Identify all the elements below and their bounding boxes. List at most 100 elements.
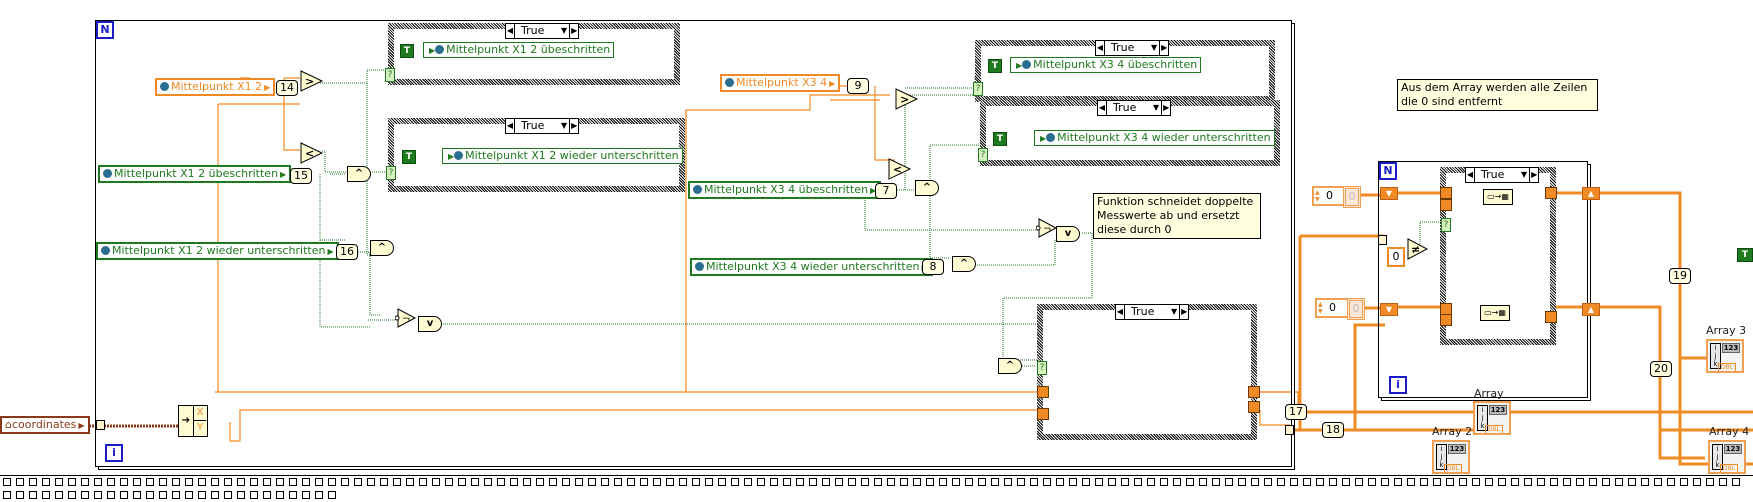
case-prev-icon[interactable]: ◀ bbox=[506, 24, 515, 38]
case-selector[interactable]: ◀ True ▼ ▶ bbox=[505, 23, 580, 39]
filmstrip-hole bbox=[1069, 478, 1077, 486]
case-prev-icon[interactable]: ◀ bbox=[1096, 41, 1105, 55]
filmstrip-hole bbox=[718, 478, 726, 486]
chevron-down-icon[interactable]: ▼ bbox=[1171, 307, 1178, 316]
case-prev-icon[interactable]: ◀ bbox=[1116, 305, 1125, 319]
case-selector[interactable]: ◀ True ▼ ▶ bbox=[1465, 167, 1540, 183]
case-next-icon[interactable]: ▶ bbox=[1529, 168, 1538, 182]
not-node[interactable]: ¬ bbox=[395, 308, 417, 328]
coordinates-local-var[interactable]: ⌂coordinates▶ bbox=[0, 416, 90, 434]
true-constant[interactable]: T bbox=[400, 44, 414, 58]
greater-than-node[interactable]: > bbox=[895, 88, 919, 110]
filmstrip-hole bbox=[107, 478, 115, 486]
filmstrip-hole bbox=[1212, 478, 1220, 486]
filmstrip-hole bbox=[81, 491, 89, 499]
label-14: 14 bbox=[276, 80, 298, 96]
global-var-x34-ueberschritten-read[interactable]: Mittelpunkt X3 4 übeschritten▶ bbox=[688, 181, 882, 199]
global-var-x12-ueberschritten-read[interactable]: Mittelpunkt X1 2 übeschritten▶ bbox=[98, 165, 292, 183]
and-gate[interactable]: ^ bbox=[370, 240, 394, 256]
global-var-x34-read[interactable]: Mittelpunkt X3 4▶ bbox=[720, 74, 841, 92]
not-node[interactable]: ¬ bbox=[1036, 218, 1058, 238]
spinner-icon[interactable]: ▲▼ bbox=[1318, 301, 1323, 315]
loop-iteration-terminal: i bbox=[105, 444, 123, 462]
input-tunnel bbox=[1037, 408, 1049, 420]
chevron-down-icon[interactable]: ▼ bbox=[1153, 103, 1160, 112]
array-label: Array 4 bbox=[1709, 425, 1750, 438]
spinner-icon[interactable]: ▲▼ bbox=[1315, 189, 1320, 203]
true-constant[interactable]: T bbox=[988, 59, 1002, 73]
case-selector[interactable]: ◀ True ▼ ▶ bbox=[505, 118, 580, 134]
label-18: 18 bbox=[1322, 422, 1344, 438]
less-than-node[interactable]: < bbox=[888, 158, 912, 180]
filmstrip-hole bbox=[172, 491, 180, 499]
true-constant[interactable]: T bbox=[402, 150, 416, 164]
loop-count-terminal[interactable]: N bbox=[96, 21, 114, 39]
chevron-down-icon[interactable]: ▼ bbox=[561, 26, 568, 35]
case-next-icon[interactable]: ▶ bbox=[569, 119, 578, 133]
less-than-node[interactable]: < bbox=[300, 142, 324, 164]
or-gate[interactable]: v bbox=[1056, 226, 1080, 242]
filmstrip-hole bbox=[172, 478, 180, 486]
filmstrip-hole bbox=[419, 478, 427, 486]
build-array-node[interactable]: ▭→▦ bbox=[1483, 189, 1513, 205]
global-var-x34-ueberschritten-write[interactable]: ▶Mittelpunkt X3 4 übeschritten bbox=[1010, 57, 1202, 73]
not-equal-node[interactable]: ≠ bbox=[1407, 238, 1429, 260]
and-gate[interactable]: ^ bbox=[347, 166, 371, 182]
wire bbox=[1660, 356, 1753, 432]
filmstrip-hole bbox=[1719, 478, 1727, 486]
case-prev-icon[interactable]: ◀ bbox=[1466, 168, 1475, 182]
global-var-x12-read[interactable]: Mittelpunkt X1 2▶ bbox=[155, 78, 276, 96]
case-next-icon[interactable]: ▶ bbox=[1161, 101, 1170, 115]
and-gate[interactable]: ^ bbox=[952, 256, 976, 272]
label-16: 16 bbox=[336, 244, 358, 260]
case-prev-icon[interactable]: ◀ bbox=[1098, 101, 1107, 115]
globe-icon bbox=[160, 82, 169, 91]
case-selector[interactable]: ◀ True ▼ ▶ bbox=[1115, 304, 1190, 320]
filmstrip-hole bbox=[354, 478, 362, 486]
inner-for-loop[interactable] bbox=[1378, 161, 1588, 398]
shift-register-left: ▼ bbox=[1380, 187, 1398, 200]
global-var-x12-ueberschritten-write[interactable]: ▶Mittelpunkt X1 2 übeschritten bbox=[423, 42, 615, 58]
filmstrip-hole bbox=[276, 491, 284, 499]
zero-constant[interactable]: 0 bbox=[1387, 247, 1405, 267]
boolean-true-constant[interactable]: T bbox=[1737, 248, 1753, 262]
and-gate[interactable]: ^ bbox=[915, 180, 939, 196]
case-next-icon[interactable]: ▶ bbox=[569, 24, 578, 38]
global-var-x34-unterschritten-read[interactable]: Mittelpunkt X3 4 wieder unterschritten▶ bbox=[690, 258, 933, 276]
filmstrip-hole bbox=[731, 478, 739, 486]
variable-label: Mittelpunkt X1 2 wieder unterschritten bbox=[465, 149, 679, 162]
greater-than-node[interactable]: > bbox=[300, 70, 324, 92]
outer-for-loop[interactable] bbox=[95, 20, 1292, 467]
home-icon: ⌂ bbox=[5, 418, 12, 431]
case-selector[interactable]: ◀ True ▼ ▶ bbox=[1095, 40, 1170, 56]
loop-count-terminal[interactable]: N bbox=[1379, 162, 1397, 180]
or-gate[interactable]: v bbox=[418, 316, 442, 332]
filmstrip-hole bbox=[81, 478, 89, 486]
build-array-node[interactable]: ▭→▦ bbox=[1480, 305, 1510, 321]
numeric-control[interactable]: ▲▼0 bbox=[1312, 186, 1349, 206]
global-var-x34-unterschritten-write[interactable]: ▶Mittelpunkt X3 4 wieder unterschritten bbox=[1034, 130, 1275, 146]
chevron-down-icon[interactable]: ▼ bbox=[1151, 43, 1158, 52]
chevron-down-icon[interactable]: ▼ bbox=[1521, 170, 1528, 179]
wire bbox=[975, 240, 1056, 266]
case-prev-icon[interactable]: ◀ bbox=[506, 119, 515, 133]
input-tunnel bbox=[1037, 386, 1049, 398]
true-constant[interactable]: T bbox=[993, 132, 1007, 146]
case-next-icon[interactable]: ▶ bbox=[1159, 41, 1168, 55]
case-selector[interactable]: ◀ True ▼ ▶ bbox=[1097, 100, 1172, 116]
case-structure-main[interactable] bbox=[1037, 304, 1257, 440]
unbundle-node[interactable]: ➔ X Y bbox=[178, 405, 208, 437]
case-next-icon[interactable]: ▶ bbox=[1179, 305, 1188, 319]
and-gate[interactable]: ^ bbox=[998, 358, 1022, 374]
chevron-down-icon[interactable]: ▼ bbox=[561, 121, 568, 130]
global-var-x12-unterschritten-read[interactable]: Mittelpunkt X1 2 wieder unterschritten▶ bbox=[96, 242, 339, 260]
global-var-x12-unterschritten-write[interactable]: ▶Mittelpunkt X1 2 wieder unterschritten bbox=[442, 148, 683, 164]
